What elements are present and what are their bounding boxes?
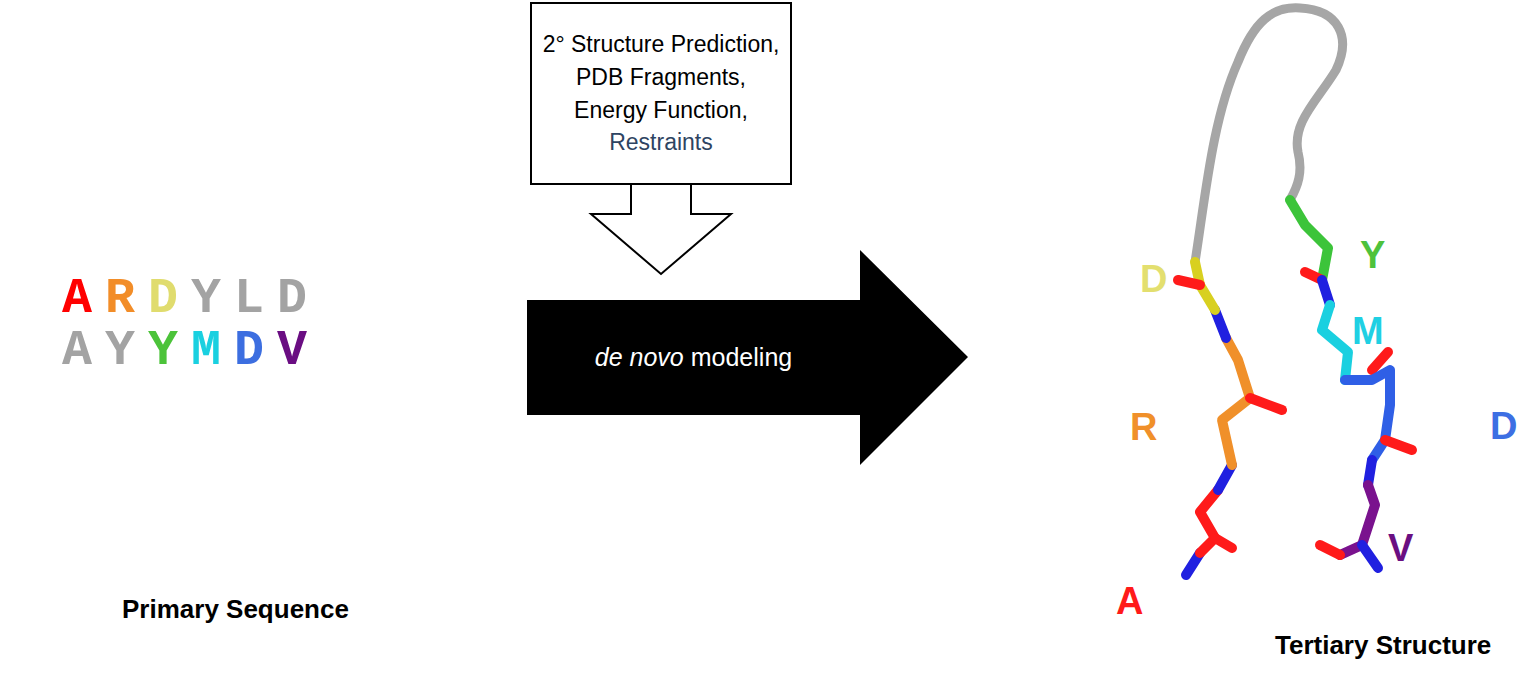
atom-o (1178, 280, 1200, 285)
residue-label: V (1388, 527, 1413, 570)
atom-o (1320, 545, 1340, 555)
atom-o (1215, 538, 1232, 548)
residue-r (1222, 338, 1250, 465)
hollow-arrow (591, 184, 731, 274)
loop-tube (1195, 8, 1343, 262)
residue-label: Y (1360, 234, 1385, 277)
box-text: Energy Function, (574, 94, 748, 127)
residue-d (1345, 370, 1390, 460)
sequence-line: AYYMDV (62, 322, 320, 379)
atom-o (1385, 440, 1412, 450)
residue-m (1322, 305, 1348, 380)
process-arrow: de novo modeling (527, 250, 968, 465)
residue-y (1290, 200, 1328, 280)
arrow-text: de novo modeling (595, 343, 792, 372)
atom-n (1362, 545, 1378, 568)
residue-label: A (1116, 580, 1143, 623)
caption-label: Tertiary Structure (1275, 630, 1491, 661)
residue-label: D (1490, 405, 1517, 448)
atom-o (1250, 398, 1282, 410)
caption-label: Primary Sequence (122, 594, 349, 625)
residue-label: D (1140, 258, 1167, 301)
box-text: PDB Fragments, (576, 61, 746, 94)
sequence-line: ARDYLD (62, 270, 320, 327)
residue-label: R (1130, 406, 1157, 449)
residue-label: M (1352, 310, 1384, 353)
input-box: 2° Structure Prediction,PDB Fragments,En… (530, 2, 792, 185)
box-text: Restraints (609, 126, 713, 159)
box-text: 2° Structure Prediction, (543, 28, 780, 61)
